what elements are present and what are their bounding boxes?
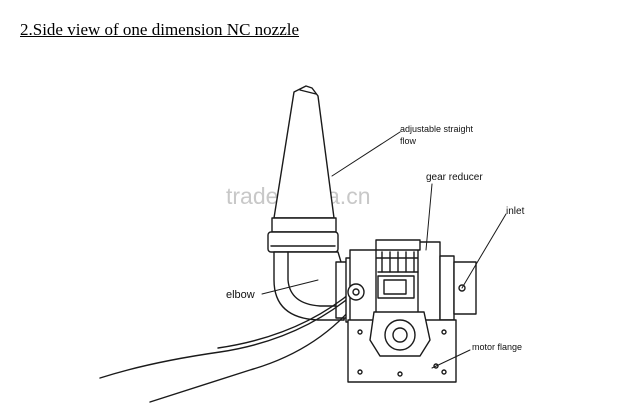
leader-lines (261, 131, 507, 369)
label-gear-reducer: gear reducer (426, 172, 483, 183)
label-motor-flange: motor flange (472, 342, 522, 352)
gear-reducer (345, 239, 445, 327)
motor-flange (347, 311, 457, 383)
inlet-flange (439, 255, 477, 321)
label-adjustable-straight-flow: adjustable straight (400, 124, 474, 134)
cables (99, 289, 361, 403)
label-adjustable-straight-flow-line2: flow (400, 136, 417, 146)
label-elbow: elbow (226, 289, 255, 301)
elbow (273, 251, 349, 321)
page-title: 2.Side view of one dimension NC nozzle (20, 20, 300, 39)
straight-flow-nozzle (267, 85, 339, 253)
label-inlet: inlet (506, 206, 525, 217)
